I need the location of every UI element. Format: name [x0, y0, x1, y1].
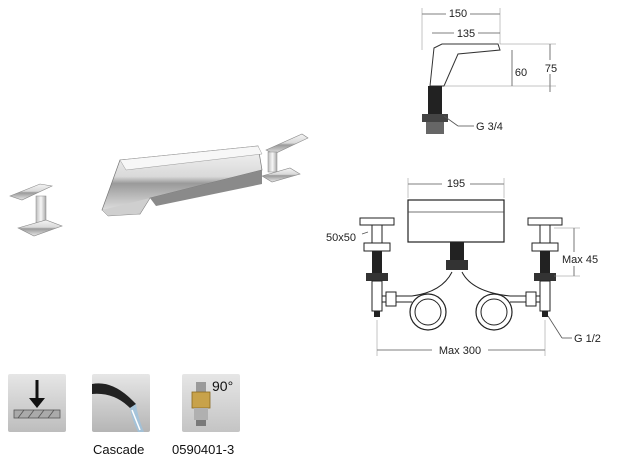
- caption-product-code: 0590401-3: [172, 442, 235, 457]
- spout-image: [101, 145, 263, 217]
- right-handle-image: [261, 133, 309, 183]
- deck-mount-icon: [8, 374, 66, 432]
- front-view-drawing: 195 50x50 Max 45 Max 300 G 1/2: [326, 176, 606, 357]
- caption-cascade: Cascade: [93, 442, 145, 457]
- dim-max-spacing: Max 300: [439, 345, 481, 357]
- thread-label-front: G 1/2: [574, 333, 601, 345]
- cartridge-angle: 90°: [212, 378, 234, 394]
- ceramic-cartridge-icon: 90°: [182, 374, 240, 432]
- left-handle-image: [9, 183, 63, 237]
- dim-height-inner: 60: [515, 67, 527, 79]
- dim-body-width: 195: [447, 178, 465, 190]
- product-photo: [9, 133, 309, 237]
- dim-total-width: 150: [449, 8, 467, 20]
- thread-label-top: G 3/4: [476, 121, 503, 133]
- dim-height-total: 75: [545, 63, 557, 75]
- dim-spout-width: 135: [457, 28, 475, 40]
- dim-max-height: Max 45: [562, 254, 598, 266]
- dim-flange: 50x50: [326, 232, 356, 244]
- cascade-spout-icon: [92, 374, 150, 432]
- side-view-drawing: 150 135 60 75 G 3/4: [421, 6, 560, 134]
